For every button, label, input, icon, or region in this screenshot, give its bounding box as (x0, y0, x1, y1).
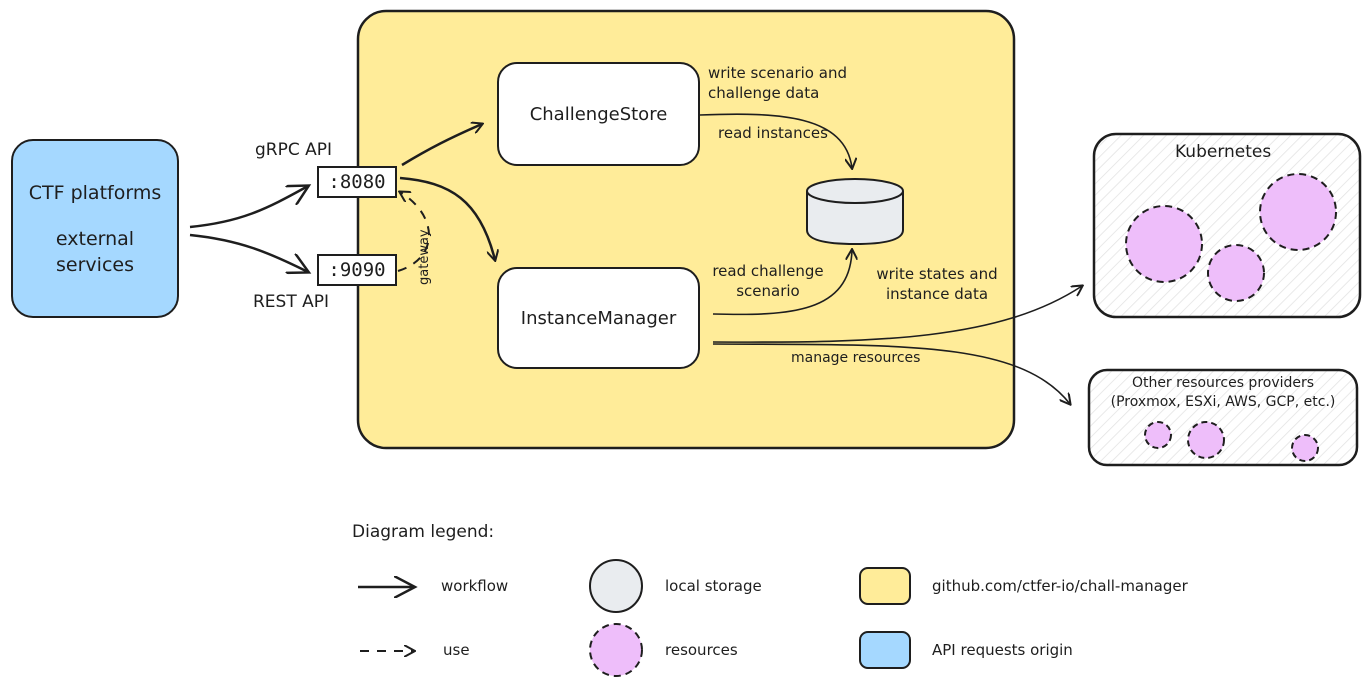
kubernetes-title: Kubernetes (1175, 142, 1272, 162)
resource-circle (1259, 173, 1337, 251)
resource-circle (1207, 244, 1265, 302)
arrow-challengestore-to-storage (699, 113, 852, 168)
arrow-origin-to-grpc (189, 186, 308, 229)
write-scenario-label: write scenario and challenge data (708, 64, 847, 102)
legend-api-origin-label: API requests origin (932, 641, 1073, 659)
origin-line-external: external (55, 227, 135, 250)
challenge-store-label: ChallengeStore (529, 103, 668, 125)
arrow-instancemanager-to-storage (712, 250, 852, 316)
write-states-label: write states and instance data (876, 265, 998, 303)
resource-circle (1187, 421, 1225, 459)
legend-chall-manager-swatch (859, 567, 911, 605)
api-origin-box: CTF platforms external services (11, 139, 179, 318)
origin-line-ctf: CTF platforms (28, 181, 162, 204)
arrow-to-kubernetes (712, 286, 1082, 343)
arrow-gateway (398, 192, 430, 272)
legend-title: Diagram legend: (352, 522, 495, 542)
legend-workflow-label: workflow (441, 577, 509, 595)
rest-port[interactable]: :9090 (317, 254, 397, 286)
instance-manager-label: InstanceManager (520, 307, 677, 329)
arrow-grpc-to-challengestore (401, 124, 482, 167)
resource-circle (1291, 434, 1319, 462)
arrow-grpc-to-instancemanager (399, 176, 495, 260)
instance-manager-box: InstanceManager (497, 267, 700, 369)
legend-storage-circle (589, 559, 643, 613)
grpc-port[interactable]: :8080 (317, 166, 397, 198)
local-storage-cylinder (806, 178, 904, 246)
gateway-label: gateway (417, 229, 432, 285)
origin-line-services: services (56, 253, 134, 276)
grpc-api-label: gRPC API (255, 140, 333, 160)
resource-circle (1125, 205, 1203, 283)
legend-api-origin-swatch (859, 631, 911, 669)
legend-resource-circle (589, 623, 643, 677)
legend-storage-label: local storage (665, 577, 762, 595)
read-instances-label: read instances (718, 124, 828, 142)
arrow-origin-to-rest (189, 233, 308, 272)
read-challenge-label: read challenge scenario (712, 262, 824, 300)
manage-resources-label: manage resources (791, 350, 921, 366)
legend-use-label: use (443, 641, 470, 659)
challenge-store-box: ChallengeStore (497, 62, 700, 166)
other-providers-title: Other resources providers (Proxmox, ESXi… (1110, 375, 1336, 410)
legend-chall-manager-label: github.com/ctfer-io/chall-manager (932, 577, 1188, 595)
resource-circle (1144, 421, 1172, 449)
arrow-to-other-providers (712, 343, 1070, 404)
legend-resources-label: resources (665, 641, 738, 659)
rest-api-label: REST API (253, 292, 330, 312)
